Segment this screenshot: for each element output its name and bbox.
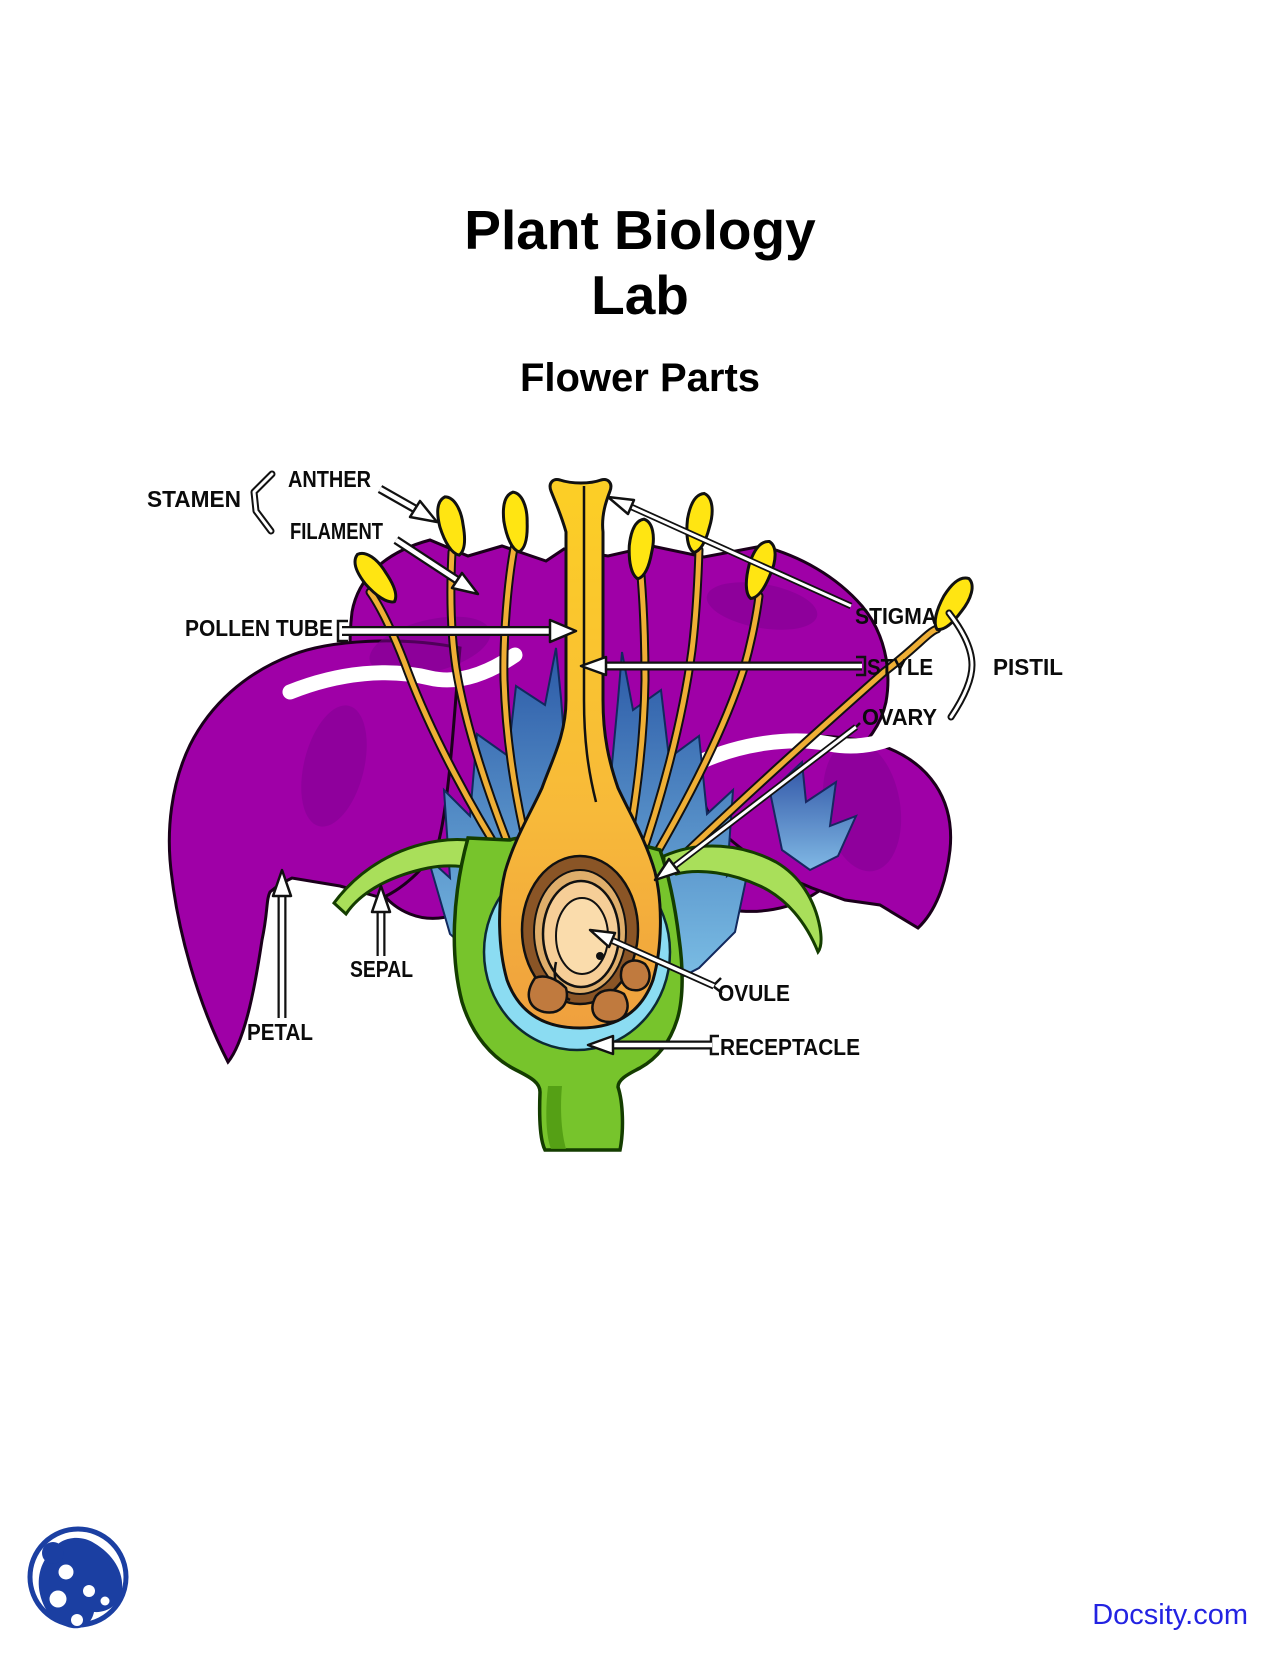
filament-shape <box>640 624 942 897</box>
docsity-logo-icon[interactable] <box>27 1526 129 1629</box>
stamen-bracket <box>250 470 276 535</box>
label-pistil: PISTIL <box>993 654 1063 680</box>
seed-lump <box>619 959 651 992</box>
title-line-1: Plant Biology <box>464 199 816 261</box>
style-arrow <box>579 655 867 677</box>
label-stigma: STIGMA <box>855 603 937 629</box>
label-filament: FILAMENT <box>290 518 383 544</box>
filament-shape <box>365 587 535 905</box>
label-style: STYLE <box>867 654 933 680</box>
title-line-2: Lab <box>591 264 689 326</box>
diagram-labels: STAMEN ANTHER FILAMENT POLLEN TUBE STIGM… <box>147 466 1063 1060</box>
pistil-bracket <box>945 609 976 721</box>
style-center-line <box>582 486 598 803</box>
ovule-dot <box>596 952 604 960</box>
pollen-tube-arrow <box>336 618 578 644</box>
petal-arrow <box>271 868 293 1018</box>
label-pollen-tube: POLLEN TUBE <box>185 615 333 641</box>
anther-arrow <box>377 485 439 524</box>
ovary-arrow <box>653 722 861 882</box>
stigma-arrow <box>606 495 853 609</box>
filament-arrow <box>393 536 480 596</box>
label-anther: ANTHER <box>288 466 371 492</box>
label-sepal: SEPAL <box>350 956 413 982</box>
label-petal: PETAL <box>247 1019 313 1045</box>
sepal-right-shape <box>662 844 823 956</box>
label-ovary: OVARY <box>862 704 937 730</box>
pistil-shape <box>498 478 662 1030</box>
page-title: Plant Biology Lab <box>0 198 1280 328</box>
docsity-watermark-link[interactable]: Docsity.com <box>1092 1599 1248 1631</box>
anther-shape <box>499 489 533 555</box>
filament-shape <box>625 591 764 903</box>
label-stamen: STAMEN <box>147 486 241 512</box>
filament-shape <box>617 545 704 915</box>
sepal-arrow <box>370 884 392 956</box>
petal-shade <box>301 705 367 827</box>
label-receptacle: RECEPTACLE <box>720 1034 860 1060</box>
blue-spike-far-right <box>768 759 858 872</box>
label-ovule: OVULE <box>718 980 790 1006</box>
leader-arrows <box>271 485 867 1056</box>
ovary-interior <box>520 854 651 1024</box>
receptacle-arrow <box>586 1034 719 1056</box>
stem-shade <box>546 1086 566 1149</box>
seed-lump <box>591 988 629 1024</box>
petal-gap-left <box>282 647 523 700</box>
page-subtitle: Flower Parts <box>519 356 761 400</box>
ovule-arrow <box>588 928 723 994</box>
seed-lump <box>527 975 569 1014</box>
